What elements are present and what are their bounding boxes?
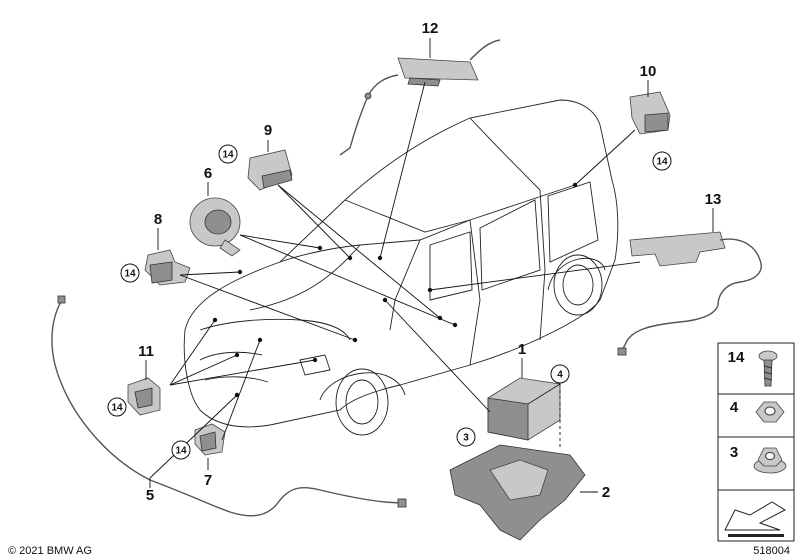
legend-4: 4	[730, 399, 739, 416]
callout-12: 12	[422, 20, 439, 37]
part-13-bracket	[617, 231, 762, 356]
callout-6: 6	[204, 165, 212, 182]
callout-1: 1	[518, 341, 526, 358]
diagram-code: 518004	[753, 545, 790, 557]
callout-10: 10	[640, 63, 657, 80]
callout-9: 9	[264, 122, 272, 139]
callout-8: 8	[154, 211, 162, 228]
callout-2: 2	[602, 484, 610, 501]
part-10-sensor	[629, 91, 671, 135]
arrow-icon	[724, 501, 787, 537]
circled-3: 3	[463, 433, 469, 444]
callout-numbers: 1 2 5 6 7 8 9 10 11 12 13	[138, 20, 721, 504]
connection-dots	[212, 182, 578, 398]
circled-14-d: 14	[111, 403, 123, 414]
circled-14-a: 14	[222, 150, 234, 161]
flange-nut-icon	[753, 447, 787, 474]
circled-callouts: 14 14 14 14 14 3 4	[107, 144, 672, 460]
callout-5: 5	[146, 487, 154, 504]
part-12-bracket	[339, 39, 501, 156]
circled-14-b: 14	[656, 157, 668, 168]
part-6-horn	[189, 197, 241, 257]
part-1-control-unit	[487, 377, 561, 441]
part-11-sensor	[127, 377, 161, 416]
part-7-sensor	[194, 423, 226, 456]
part-9-sensor	[247, 149, 293, 191]
legend-3: 3	[730, 444, 738, 461]
callout-11: 11	[138, 343, 154, 360]
nut-icon	[755, 401, 785, 423]
circled-4: 4	[557, 370, 563, 381]
circled-14-e: 14	[175, 446, 187, 457]
part-8-sensor	[144, 249, 191, 286]
callout-13: 13	[705, 191, 722, 208]
fastener-legend: 14 4 3	[717, 342, 795, 542]
leader-lines	[145, 38, 714, 493]
screw-icon	[758, 350, 778, 387]
circled-14-c: 14	[124, 269, 136, 280]
part-5-wire	[51, 295, 407, 517]
legend-14: 14	[728, 349, 745, 366]
copyright: © 2021 BMW AG	[8, 545, 92, 557]
callout-7: 7	[204, 472, 212, 489]
part-2-bracket	[449, 444, 586, 541]
